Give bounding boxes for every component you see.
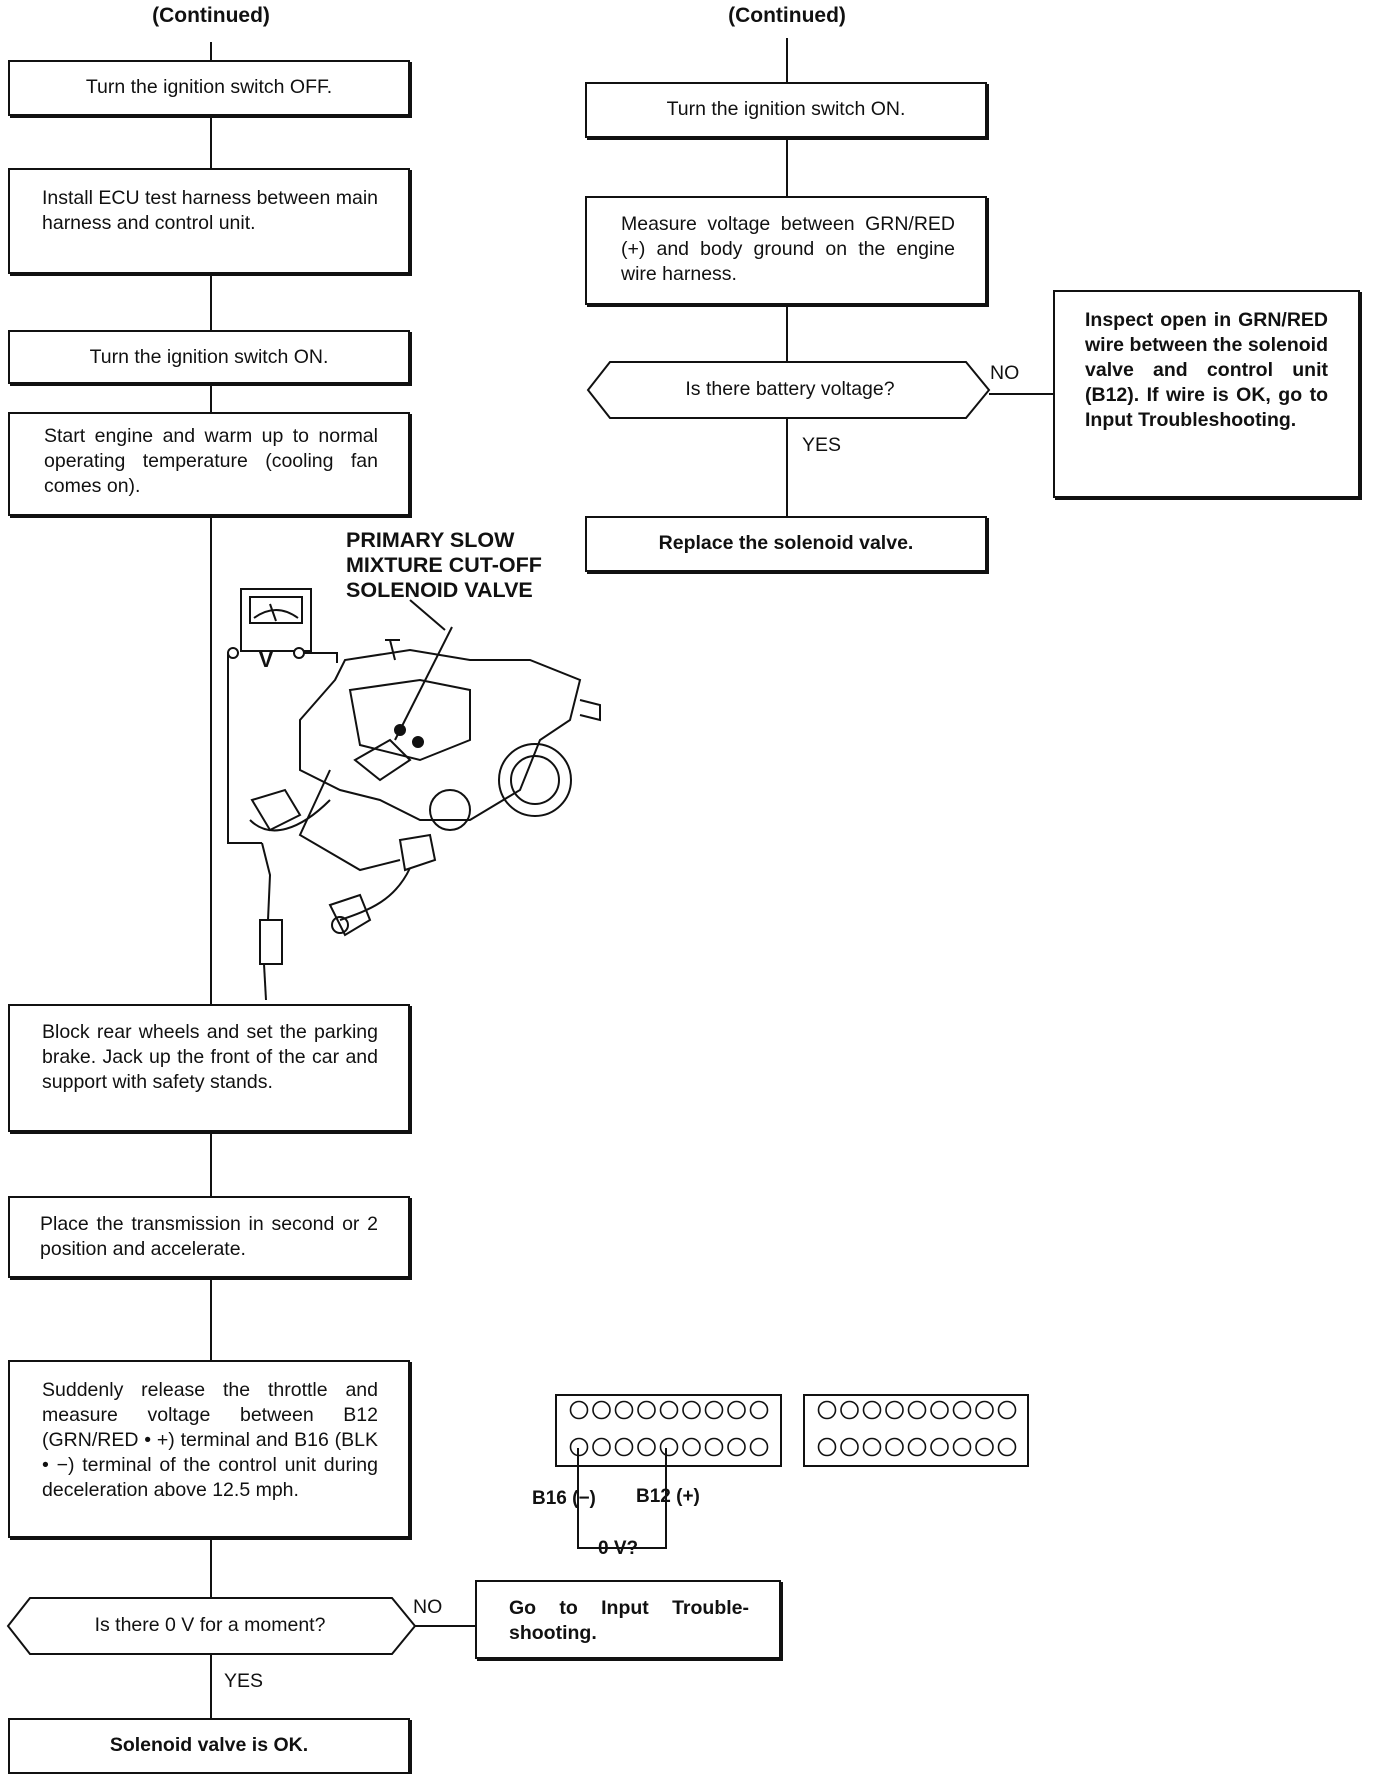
continued-header-left: (Continued): [152, 4, 270, 27]
connector-pin: [930, 1400, 949, 1420]
yes-branch-label: YES: [224, 1670, 264, 1692]
connector-pin: [907, 1437, 927, 1457]
step-text: Measure voltage between GRN/RED (+) and …: [621, 213, 955, 285]
voltmeter-icon: [227, 588, 312, 659]
connector-pin: [704, 1400, 724, 1420]
connector-pin: [614, 1400, 634, 1420]
connector-pin: [885, 1437, 904, 1457]
step-block-wheels: Block rear wheels and set the parking br…: [8, 1004, 410, 1132]
connector-pin: [614, 1437, 634, 1457]
result-solenoid-ok: Solenoid valve is OK.: [8, 1718, 410, 1774]
step-ignition-off: Turn the ignition switch OFF.: [8, 60, 410, 116]
connector-pin: [704, 1437, 724, 1457]
measurement-bracket: [577, 1448, 667, 1549]
meter-letter: V: [259, 647, 274, 672]
step-text: Suddenly release the throttle and measur…: [42, 1379, 378, 1501]
decision-battery-voltage-label: Is there battery voltage?: [685, 378, 895, 400]
step-text: Start engine and warm up to normal opera…: [44, 425, 378, 497]
connector-pin: [907, 1400, 927, 1420]
b16-terminal-label: B16 (−): [532, 1488, 596, 1509]
connector-pin: [975, 1400, 994, 1420]
connector-pin: [862, 1437, 882, 1457]
b12-terminal-label: B12 (+): [636, 1486, 700, 1507]
connector-pin: [817, 1400, 837, 1420]
step-text: Turn the ignition switch OFF.: [85, 76, 333, 98]
connector-pin: [885, 1400, 904, 1420]
step-text: Install ECU test harness between main ha…: [42, 187, 378, 234]
step-warm-up-engine: Start engine and warm up to normal opera…: [8, 412, 410, 516]
engine-illustration: V: [227, 588, 601, 1001]
connector-pin: [952, 1437, 972, 1457]
decision-diamond-right: [586, 361, 991, 419]
step-text: Turn the ignition switch ON.: [666, 98, 906, 120]
step-place-transmission: Place the transmission in second or 2 po…: [8, 1196, 410, 1278]
result-text: Replace the solenoid valve.: [658, 532, 914, 554]
no-branch-label: NO: [413, 1596, 443, 1618]
step-ignition-on: Turn the ignition switch ON.: [8, 330, 410, 384]
decision-zero-volt-label: Is there 0 V for a moment?: [94, 1614, 326, 1636]
no-branch-label: NO: [990, 362, 1020, 384]
step-right-ignition-on: Turn the ignition switch ON.: [585, 82, 987, 138]
test-leads: [227, 652, 338, 1001]
result-text: Solenoid valve is OK.: [109, 1734, 309, 1756]
result-replace-solenoid: Replace the solenoid valve.: [585, 516, 987, 572]
connector-pin: [682, 1437, 701, 1457]
carburetor-body: [299, 639, 601, 831]
result-text: Go to Input Trouble-shooting.: [509, 1597, 749, 1644]
yes-branch-label: YES: [802, 434, 842, 456]
connector-pin: [749, 1437, 769, 1457]
connector-pin: [659, 1437, 679, 1457]
connector-pin: [637, 1400, 656, 1420]
connector-pin: [637, 1437, 656, 1457]
connector-pin: [997, 1437, 1017, 1457]
connector-pin: [727, 1437, 746, 1457]
result-inspect-open-wire: Inspect open in GRN/RED wire between the…: [1053, 290, 1360, 498]
connector-pin: [727, 1400, 746, 1420]
voltage-check-label: 0 V?: [598, 1538, 639, 1559]
decision-diamond-left: [6, 1597, 417, 1655]
step-text: Block rear wheels and set the parking br…: [42, 1021, 378, 1093]
connector-pin: [975, 1437, 994, 1457]
connector-pin: [569, 1400, 589, 1420]
continued-header-right: (Continued): [728, 4, 846, 27]
step-install-harness: Install ECU test harness between main ha…: [8, 168, 410, 274]
result-go-input-troubleshooting: Go to Input Trouble-shooting.: [475, 1580, 781, 1659]
connector-pin: [592, 1400, 611, 1420]
connector-pin: [840, 1400, 859, 1420]
connector-pin: [682, 1400, 701, 1420]
connector-pin: [817, 1437, 837, 1457]
connector-pin: [659, 1400, 679, 1420]
ecu-connector-diagram: [555, 1394, 1029, 1549]
connector-pin: [930, 1437, 949, 1457]
result-text: Inspect open in GRN/RED wire between the…: [1085, 309, 1328, 431]
connector-pin: [840, 1437, 859, 1457]
solenoid-valve-body: [353, 738, 412, 782]
connector-block-right: [803, 1394, 1029, 1467]
connector-pin: [952, 1400, 972, 1420]
step-measure-grn-red: Measure voltage between GRN/RED (+) and …: [585, 196, 987, 305]
connector-pin: [592, 1437, 611, 1457]
solenoid-callout-label: PRIMARY SLOW MIXTURE CUT-OFF SOLENOID VA…: [346, 528, 542, 602]
step-measure-voltage-b12-b16: Suddenly release the throttle and measur…: [8, 1360, 410, 1538]
step-text: Turn the ignition switch ON.: [89, 346, 329, 368]
connector-pin: [749, 1400, 769, 1420]
connector-pin: [862, 1400, 882, 1420]
step-text: Place the transmission in second or 2 po…: [40, 1213, 378, 1260]
wiring-and-connectors: [249, 599, 446, 937]
connector-block-left: [555, 1394, 782, 1467]
callout-pointer: [394, 626, 453, 741]
connector-pin: [997, 1400, 1017, 1420]
